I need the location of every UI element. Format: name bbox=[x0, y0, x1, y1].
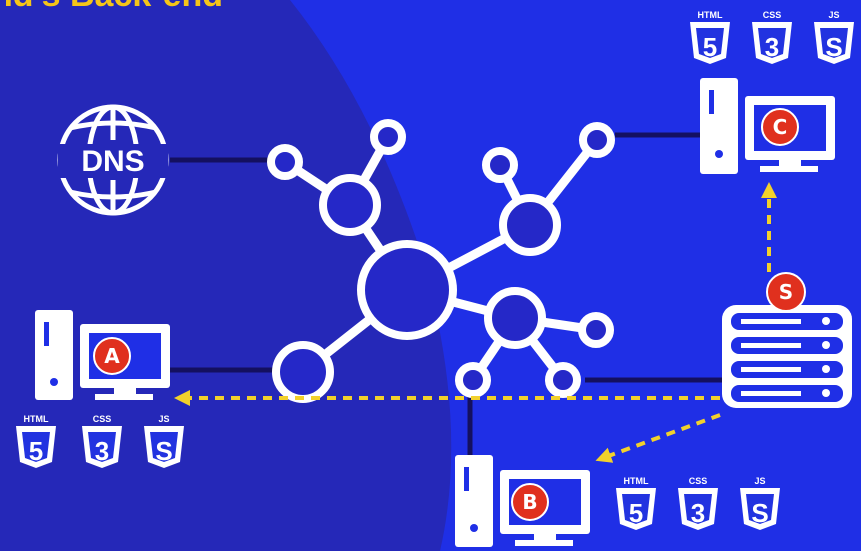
badge-s bbox=[766, 272, 806, 312]
server-rack-icon bbox=[722, 305, 852, 408]
badge-a bbox=[93, 337, 131, 375]
node bbox=[482, 147, 518, 183]
server-s: S bbox=[722, 272, 852, 408]
svg-text:5: 5 bbox=[29, 436, 43, 466]
svg-text:HTML: HTML bbox=[24, 414, 49, 424]
node bbox=[319, 174, 381, 236]
node bbox=[484, 287, 546, 349]
computer-a: A bbox=[35, 310, 170, 400]
svg-text:CSS: CSS bbox=[93, 414, 112, 424]
svg-text:JS: JS bbox=[754, 476, 765, 486]
file-badges-b: HTML 5 CSS 3 JS S bbox=[616, 476, 780, 530]
node bbox=[545, 362, 581, 398]
js-icon: JS S bbox=[144, 414, 184, 468]
computer-c: C bbox=[700, 78, 835, 174]
badge-s-label: S bbox=[779, 280, 793, 304]
file-badges-a: HTML 5 CSS 3 JS S bbox=[16, 414, 184, 468]
html5-icon: HTML 5 bbox=[616, 476, 656, 530]
svg-text:5: 5 bbox=[629, 498, 643, 528]
js-icon: JS S bbox=[814, 10, 854, 64]
svg-text:CSS: CSS bbox=[763, 10, 782, 20]
js-icon: JS S bbox=[740, 476, 780, 530]
svg-text:S: S bbox=[825, 32, 842, 62]
network-nodes bbox=[267, 119, 615, 403]
badge-c-label: C bbox=[773, 115, 788, 139]
badge-b-label: B bbox=[522, 490, 537, 514]
node bbox=[272, 341, 334, 403]
hub-node bbox=[357, 240, 457, 340]
svg-text:3: 3 bbox=[95, 436, 109, 466]
css3-icon: CSS 3 bbox=[678, 476, 718, 530]
node bbox=[455, 362, 491, 398]
css3-icon: CSS 3 bbox=[752, 10, 792, 64]
tower-icon bbox=[700, 78, 738, 174]
svg-text:3: 3 bbox=[691, 498, 705, 528]
svg-text:S: S bbox=[155, 436, 172, 466]
badge-c bbox=[761, 108, 799, 146]
html5-icon: HTML 5 bbox=[690, 10, 730, 64]
svg-text:S: S bbox=[751, 498, 768, 528]
dns-label: DNS bbox=[81, 145, 144, 178]
svg-text:JS: JS bbox=[158, 414, 169, 424]
svg-text:CSS: CSS bbox=[689, 476, 708, 486]
badge-a-label: A bbox=[104, 344, 120, 368]
svg-text:HTML: HTML bbox=[698, 10, 723, 20]
node bbox=[267, 144, 303, 180]
node bbox=[370, 119, 406, 155]
css3-icon: CSS 3 bbox=[82, 414, 122, 468]
svg-text:JS: JS bbox=[828, 10, 839, 20]
badge-b bbox=[511, 483, 549, 521]
html5-icon: HTML 5 bbox=[16, 414, 56, 468]
dns-globe-icon: DNS bbox=[57, 104, 169, 216]
node bbox=[499, 194, 561, 256]
tower-icon bbox=[455, 455, 493, 547]
data-flow-arrows bbox=[174, 182, 777, 463]
computer-b: B bbox=[455, 455, 590, 547]
svg-text:3: 3 bbox=[765, 32, 779, 62]
arrow-server-to-b bbox=[595, 413, 721, 463]
svg-text:5: 5 bbox=[703, 32, 717, 62]
page-title: nd's Back-end bbox=[0, 0, 223, 14]
file-badges-c: HTML 5 CSS 3 JS S bbox=[690, 10, 854, 64]
svg-text:HTML: HTML bbox=[624, 476, 649, 486]
tower-icon bbox=[35, 310, 73, 400]
node bbox=[578, 312, 614, 348]
node bbox=[579, 122, 615, 158]
